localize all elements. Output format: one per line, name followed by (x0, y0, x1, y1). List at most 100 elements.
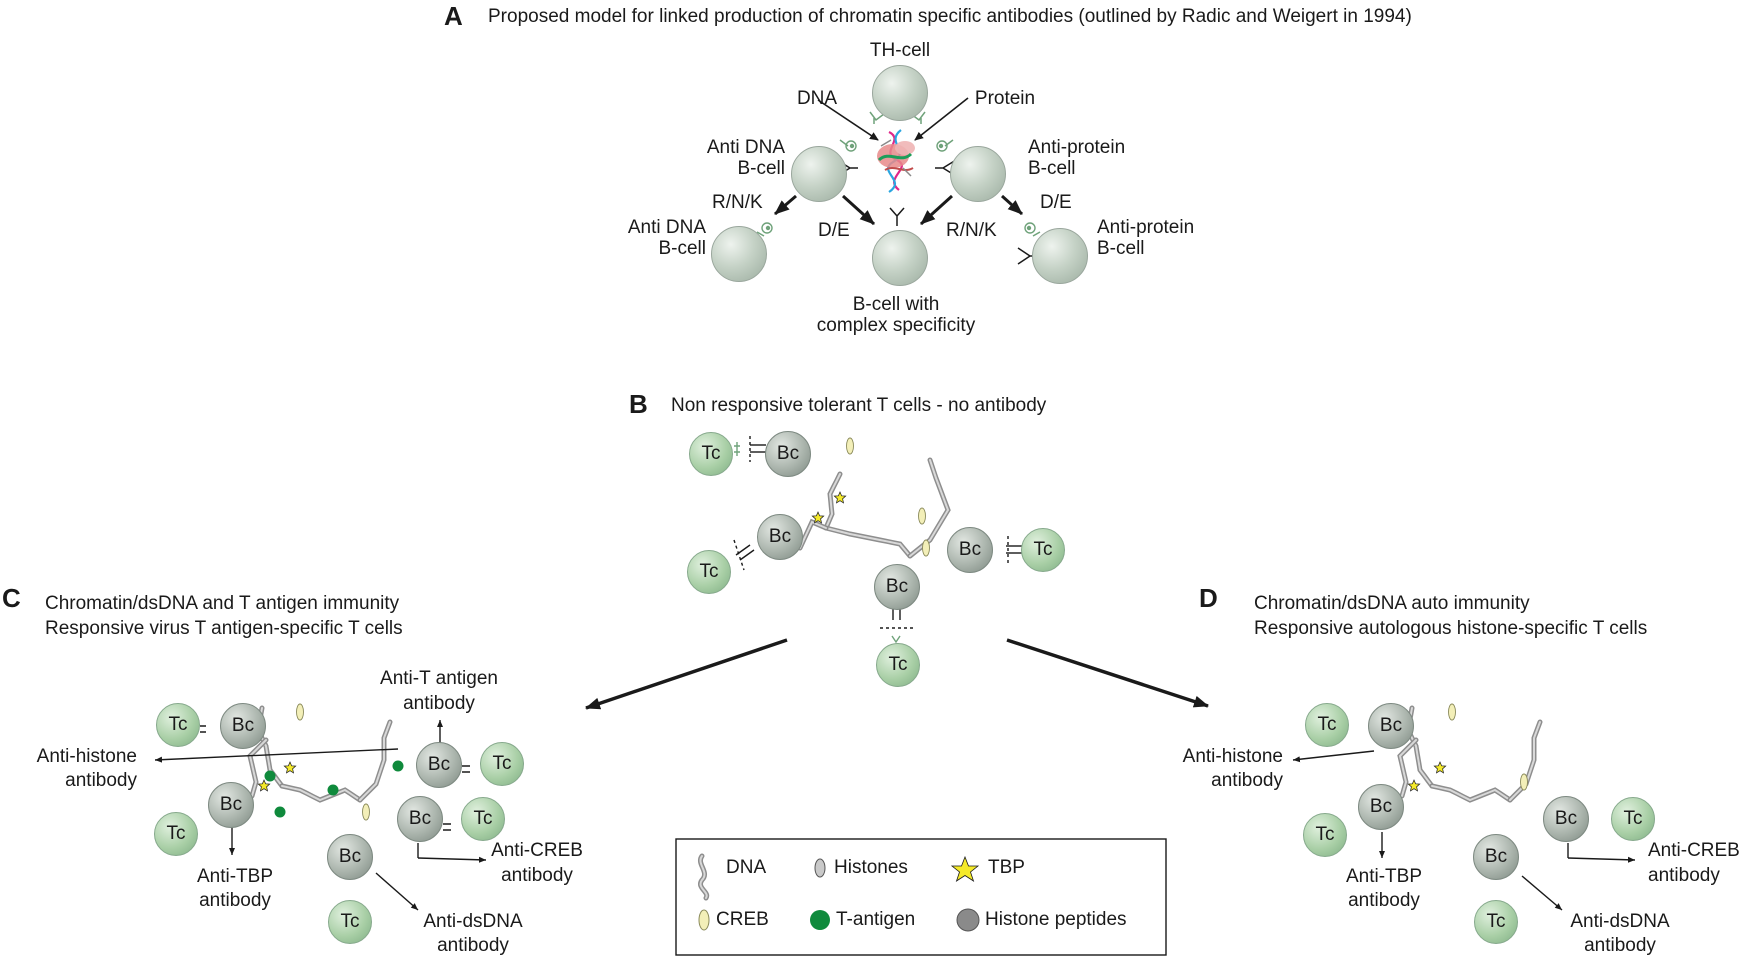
panel-d-title-line1: Chromatin/dsDNA auto immunity (1254, 593, 1530, 614)
legend-histone-peptides: Histone peptides (985, 909, 1127, 930)
b-bcell-3: Bc (947, 527, 993, 573)
c-tcell-4: Tc (461, 797, 505, 841)
mutation-rnk-left: R/N/K (712, 192, 763, 213)
panel-d-title-line2: Responsive autologous histone-specific T… (1254, 618, 1648, 639)
dna-strand (1398, 739, 1417, 797)
c-bcell-2: Bc (208, 782, 254, 828)
creb-marker (846, 437, 854, 455)
anti-protein-bcell2-line1: Anti-protein (1097, 217, 1195, 238)
d-bcell-2: Bc (1358, 784, 1404, 830)
th-cell (872, 65, 928, 121)
c-anti-histone-line2: antibody (65, 770, 137, 791)
d-anti-histone-line1: Anti-histone (1182, 746, 1283, 767)
legend-tbp: TBP (988, 857, 1025, 878)
d-bcell-3: Bc (1543, 796, 1589, 842)
d-tcell-3: Tc (1611, 797, 1655, 841)
mutation-rnk-right: R/N/K (946, 220, 997, 241)
creb-marker (296, 703, 304, 721)
d-bcell-4: Bc (1473, 834, 1519, 880)
panel-a-title: Proposed model for linked production of … (488, 6, 1412, 27)
b-bcell-4: Bc (874, 564, 920, 610)
c-anti-creb-line2: antibody (501, 865, 573, 886)
legend-histones: Histones (834, 857, 908, 878)
panel-d-letter: D (1199, 583, 1218, 613)
anti-protein-bcell-progeny (1032, 228, 1088, 284)
d-tcell-1: Tc (1305, 703, 1349, 747)
c-bcell-4: Bc (397, 796, 443, 842)
legend-t-antigen: T-antigen (836, 909, 916, 930)
anti-protein-bcell-line2: B-cell (1028, 158, 1076, 179)
d-anti-creb-line1: Anti-CREB (1648, 840, 1740, 861)
d-anti-histone-line2: antibody (1211, 770, 1283, 791)
d-anti-creb-line2: antibody (1648, 865, 1720, 886)
c-tcell-5: Tc (328, 900, 372, 944)
complex-bcell-line1: B-cell with (852, 294, 940, 315)
panel-c-arrows (154, 720, 487, 911)
anti-dna-bcell-line1: Anti DNA (706, 137, 785, 158)
creb-marker (918, 507, 926, 525)
dna-strand (825, 527, 911, 557)
c-tcell-1: Tc (156, 703, 200, 747)
panel-c-title-line2: Responsive virus T antigen-specific T ce… (45, 618, 403, 639)
dna-strand (359, 721, 391, 801)
tbp-star (1407, 779, 1421, 792)
tbp-star (833, 491, 847, 504)
anti-dna-bcell-progeny (711, 226, 767, 282)
c-anti-dsdna-line1: Anti-dsDNA (423, 911, 523, 932)
th-cell-label: TH-cell (869, 40, 931, 61)
panel-c-letter: C (2, 583, 21, 613)
tbp-star (257, 779, 271, 792)
c-tcell-3: Tc (480, 742, 524, 786)
creb-marker (1520, 773, 1528, 791)
panel-b-title: Non responsive tolerant T cells - no ant… (671, 395, 1047, 416)
d-tcell-2: Tc (1303, 813, 1347, 857)
anti-dna-bcell2-line1: Anti DNA (627, 217, 706, 238)
legend-frame (675, 838, 1167, 956)
c-bcell-1: Bc (220, 703, 266, 749)
tbp-star (1433, 761, 1447, 774)
dna-strand (799, 520, 827, 549)
c-anti-t-antigen-line2: antibody (403, 693, 475, 714)
c-bcell-5: Bc (327, 834, 373, 880)
c-bcell-3: Bc (416, 742, 462, 788)
anti-dna-bcell-line2: B-cell (737, 158, 785, 179)
c-anti-histone-line1: Anti-histone (36, 746, 137, 767)
d-tcell-4: Tc (1474, 900, 1518, 944)
b-tcell-2: Tc (687, 550, 731, 594)
c-tcell-2: Tc (154, 812, 198, 856)
dna-strand (825, 473, 841, 529)
complex-specificity-bcell (872, 230, 928, 286)
legend-creb: CREB (716, 909, 769, 930)
complex-bcell-line2: complex specificity (816, 315, 976, 336)
b-tcell-4: Tc (876, 643, 920, 687)
dna-strand (823, 525, 913, 559)
creb-marker (362, 803, 370, 821)
dna-protein-complex (877, 129, 915, 193)
legend-dna: DNA (726, 857, 767, 878)
creb-marker (922, 539, 930, 557)
d-anti-dsdna-line2: antibody (1584, 935, 1656, 956)
anti-dna-bcell2-line2: B-cell (658, 238, 706, 259)
dna-strand (1509, 721, 1541, 801)
panel-b-connectors (733, 436, 1022, 644)
dna-label: DNA (796, 88, 838, 109)
c-anti-dsdna-line2: antibody (437, 935, 509, 956)
c-anti-creb-line1: Anti-CREB (491, 840, 583, 861)
mutation-de-left: D/E (818, 220, 850, 241)
dna-strand (1431, 785, 1511, 802)
tbp-star (811, 511, 825, 524)
c-anti-tbp-line2: antibody (199, 890, 271, 911)
panel-a-letter: A (444, 1, 463, 31)
c-anti-t-antigen-line1: Anti-T antigen (380, 668, 498, 689)
d-anti-tbp-line1: Anti-TBP (1345, 866, 1423, 887)
dna-strand (281, 785, 361, 802)
panel-b-letter: B (629, 389, 648, 419)
d-anti-dsdna-line1: Anti-dsDNA (1570, 911, 1670, 932)
anti-protein-bcell2-line2: B-cell (1097, 238, 1145, 259)
c-anti-tbp-line1: Anti-TBP (196, 866, 274, 887)
anti-dna-bcell (791, 146, 847, 202)
mutation-de-right: D/E (1040, 192, 1072, 213)
panel-d-arrows (1292, 750, 1636, 911)
b-bcell-2: Bc (757, 514, 803, 560)
